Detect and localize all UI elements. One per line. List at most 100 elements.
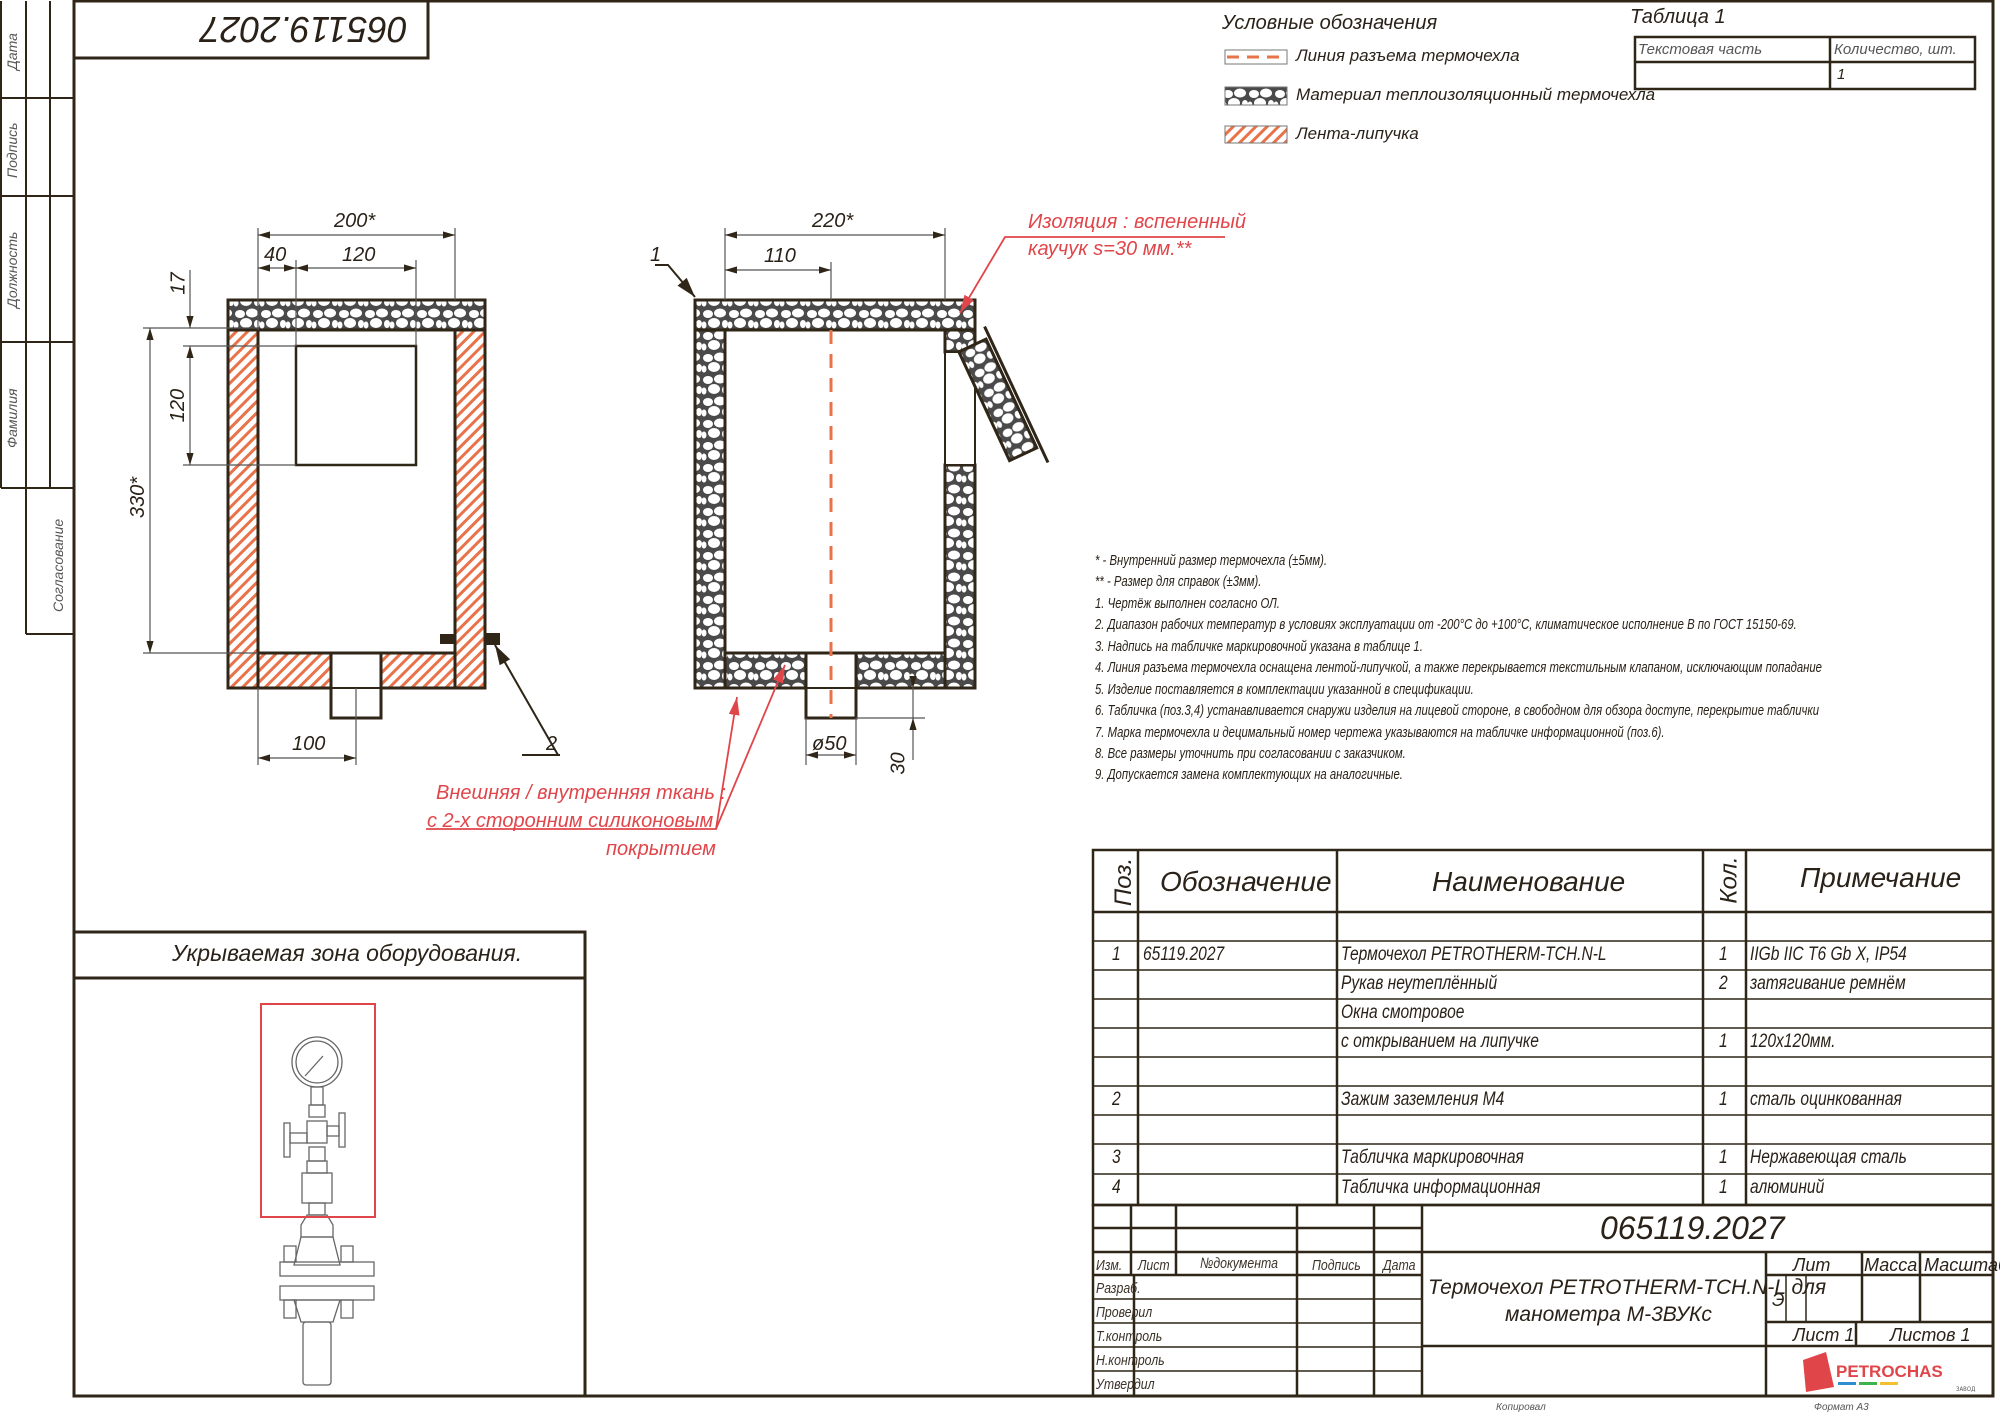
title-product-line2: манометра М-3ВУКс (1505, 1303, 1712, 1326)
cell-note: Нержавеющая сталь (1750, 1147, 1907, 1168)
dim-front-height: 330* (127, 476, 150, 519)
cell-name: Рукав неутеплённый (1341, 973, 1498, 994)
stamp-label-signature: Подпись (4, 122, 20, 178)
note-line: 3. Надпись на табличке маркировочной ука… (1095, 639, 1423, 655)
stamp-label-position: Должность (4, 231, 20, 308)
callout-1: 1 (650, 244, 662, 266)
cell-qty: 1 (1719, 1177, 1728, 1198)
tb-scale-label: Масштаб (1924, 1255, 2000, 1275)
fabric-note-line2: с 2-х сторонним силиконовым (427, 810, 714, 832)
dim-side-half: 110 (764, 245, 796, 267)
tb-sheet: Лист 1 (1793, 1325, 1855, 1345)
cell-qty: 1 (1719, 1031, 1728, 1052)
legend-item-velcro: Лента-липучка (1296, 124, 1419, 144)
legend-item-insulation: Материал теплоизоляционный термочехла (1296, 85, 1655, 105)
tb-role-approved: Утвердил (1096, 1376, 1155, 1393)
dim-front-window-width: 120 (342, 244, 376, 266)
footer-format: Формат А3 (1814, 1402, 1869, 1413)
note-line: 7. Марка термочехла и децимальный номер … (1095, 725, 1665, 741)
legend-item-split-line: Линия разъема термочехла (1296, 46, 1520, 66)
title-product-line1: Термочехол PETROTHERM-TCH.N-L для (1428, 1276, 1827, 1299)
note-line: 5. Изделие поставляется в комплектации у… (1095, 682, 1474, 698)
tb-col-signature: Подпись (1312, 1257, 1361, 1274)
company-logo: PETROCHAS (1836, 1362, 1943, 1382)
tb-role-norm-control: Н.контроль (1096, 1352, 1165, 1369)
table1-header-text: Текстовая часть (1638, 41, 1763, 58)
cell-note: IIGb IIC T6 Gb X, IP54 (1750, 944, 1907, 965)
legend-insulation-label: Материал теплоизоляционный термочехла (1296, 85, 1656, 104)
spec-header-note: Примечание (1800, 862, 1962, 893)
cell-name: с открыванием на липучке (1341, 1031, 1539, 1052)
legend-split-line-label: Линия разъема термочехла (1296, 46, 1520, 65)
spec-header-pos: Поз. (1110, 857, 1138, 907)
tb-role-tech-control: Т.контроль (1096, 1328, 1163, 1345)
footer-copied: Копировал (1496, 1402, 1546, 1413)
dim-side-width: 220* (812, 210, 854, 232)
tb-col-change: Изм. (1096, 1257, 1123, 1274)
cell-name: Окна смотровое (1341, 1002, 1465, 1023)
note-line: ** - Размер для справок (±3мм). (1095, 574, 1262, 590)
tb-lit-label: Лит (1793, 1255, 1831, 1275)
cell-qty: 1 (1719, 1089, 1728, 1110)
dim-front-offset: 40 (264, 244, 287, 266)
dim-front-window-height: 120 (167, 388, 190, 423)
cell-qty: 2 (1719, 973, 1728, 994)
tb-col-sheet: Лист (1138, 1257, 1170, 1274)
table1-title: Таблица 1 (1630, 6, 1726, 28)
tb-role-checker: Проверил (1096, 1304, 1153, 1321)
cell-note: сталь оцинкованная (1750, 1089, 1902, 1110)
pressure-gauge-icon (290, 1035, 346, 1091)
insulation-note-line2: каучук s=30 мм.** (1028, 238, 1192, 260)
cell-name: Табличка маркировочная (1341, 1147, 1524, 1168)
table1-header-qty: Количество, шт. (1834, 41, 1957, 58)
title-doc-number: 065119.2027 (1600, 1210, 1785, 1246)
tb-mass-label: Масса (1864, 1255, 1918, 1275)
dim-side-nozzle-length: 30 (887, 752, 910, 775)
table1-cell-qty: 1 (1837, 66, 1846, 83)
dim-front-width: 200* (334, 210, 376, 232)
insulation-note-line1: Изоляция : вспененный (1028, 211, 1247, 233)
spec-header-qty: Кол. (1715, 856, 1743, 904)
note-line: 1. Чертёж выполнен согласно ОЛ. (1095, 596, 1280, 612)
equipment-zone-title: Укрываемая зона оборудования. (172, 940, 523, 966)
fabric-note-line1: Внешняя / внутренняя ткань : (436, 782, 727, 804)
cell-name: Табличка информационная (1341, 1177, 1541, 1198)
legend-velcro-label: Лента-липучка (1296, 124, 1419, 143)
cell-name: Зажим заземления М4 (1341, 1089, 1505, 1110)
note-line: 2. Диапазон рабочих температур в условия… (1095, 617, 1797, 633)
cell-qty: 1 (1719, 944, 1728, 965)
cell-designation: 65119.2027 (1143, 944, 1225, 965)
callout-2: 2 (546, 733, 558, 755)
cell-name: Термочехол PETROTHERM-TCH.N-L (1341, 944, 1607, 965)
cell-note: алюминий (1750, 1177, 1825, 1198)
cell-pos: 1 (1112, 944, 1121, 965)
stamp-label-surname: Фамилия (4, 388, 20, 448)
stamp-label-date: Дата (4, 33, 20, 70)
note-line: * - Внутренний размер термочехла (±5мм). (1095, 553, 1328, 569)
note-line: 8. Все размеры уточнить при согласовании… (1095, 746, 1406, 762)
legend-title: Условные обозначения (1222, 12, 1438, 34)
company-name: PETROCHAS (1836, 1362, 1943, 1381)
dim-front-nozzle-offset: 100 (292, 733, 326, 755)
fabric-note-line3: покрытием (606, 838, 716, 860)
cell-note: затягивание ремнём (1750, 973, 1906, 994)
tb-role-developer: Разраб. (1096, 1280, 1141, 1297)
spec-header-designation: Обозначение (1160, 866, 1332, 897)
company-sub: ЗАВОД (1956, 1386, 1976, 1393)
cell-pos: 2 (1112, 1089, 1121, 1110)
cell-note: 120x120мм. (1750, 1031, 1836, 1052)
dim-front-top: 17 (167, 272, 190, 295)
note-line: 4. Линия разъема термочехла оснащена лен… (1095, 660, 1822, 676)
spec-header-name: Наименование (1432, 866, 1626, 897)
tb-sheets: Листов 1 (1890, 1325, 1971, 1345)
drawing-number-rotated: 065119.2027 (200, 9, 408, 50)
dim-side-nozzle-diameter: ø50 (812, 733, 847, 755)
note-line: 6. Табличка (поз.3,4) устанавливается сн… (1095, 703, 1819, 719)
cell-pos: 3 (1112, 1147, 1121, 1168)
stamp-label-approval: Согласование (50, 518, 66, 612)
tb-col-docnum: №документа (1200, 1255, 1278, 1272)
tb-col-date: Дата (1383, 1257, 1416, 1274)
tb-lit-value: Э (1772, 1290, 1785, 1310)
note-line: 9. Допускается замена комплектующих на а… (1095, 767, 1403, 783)
